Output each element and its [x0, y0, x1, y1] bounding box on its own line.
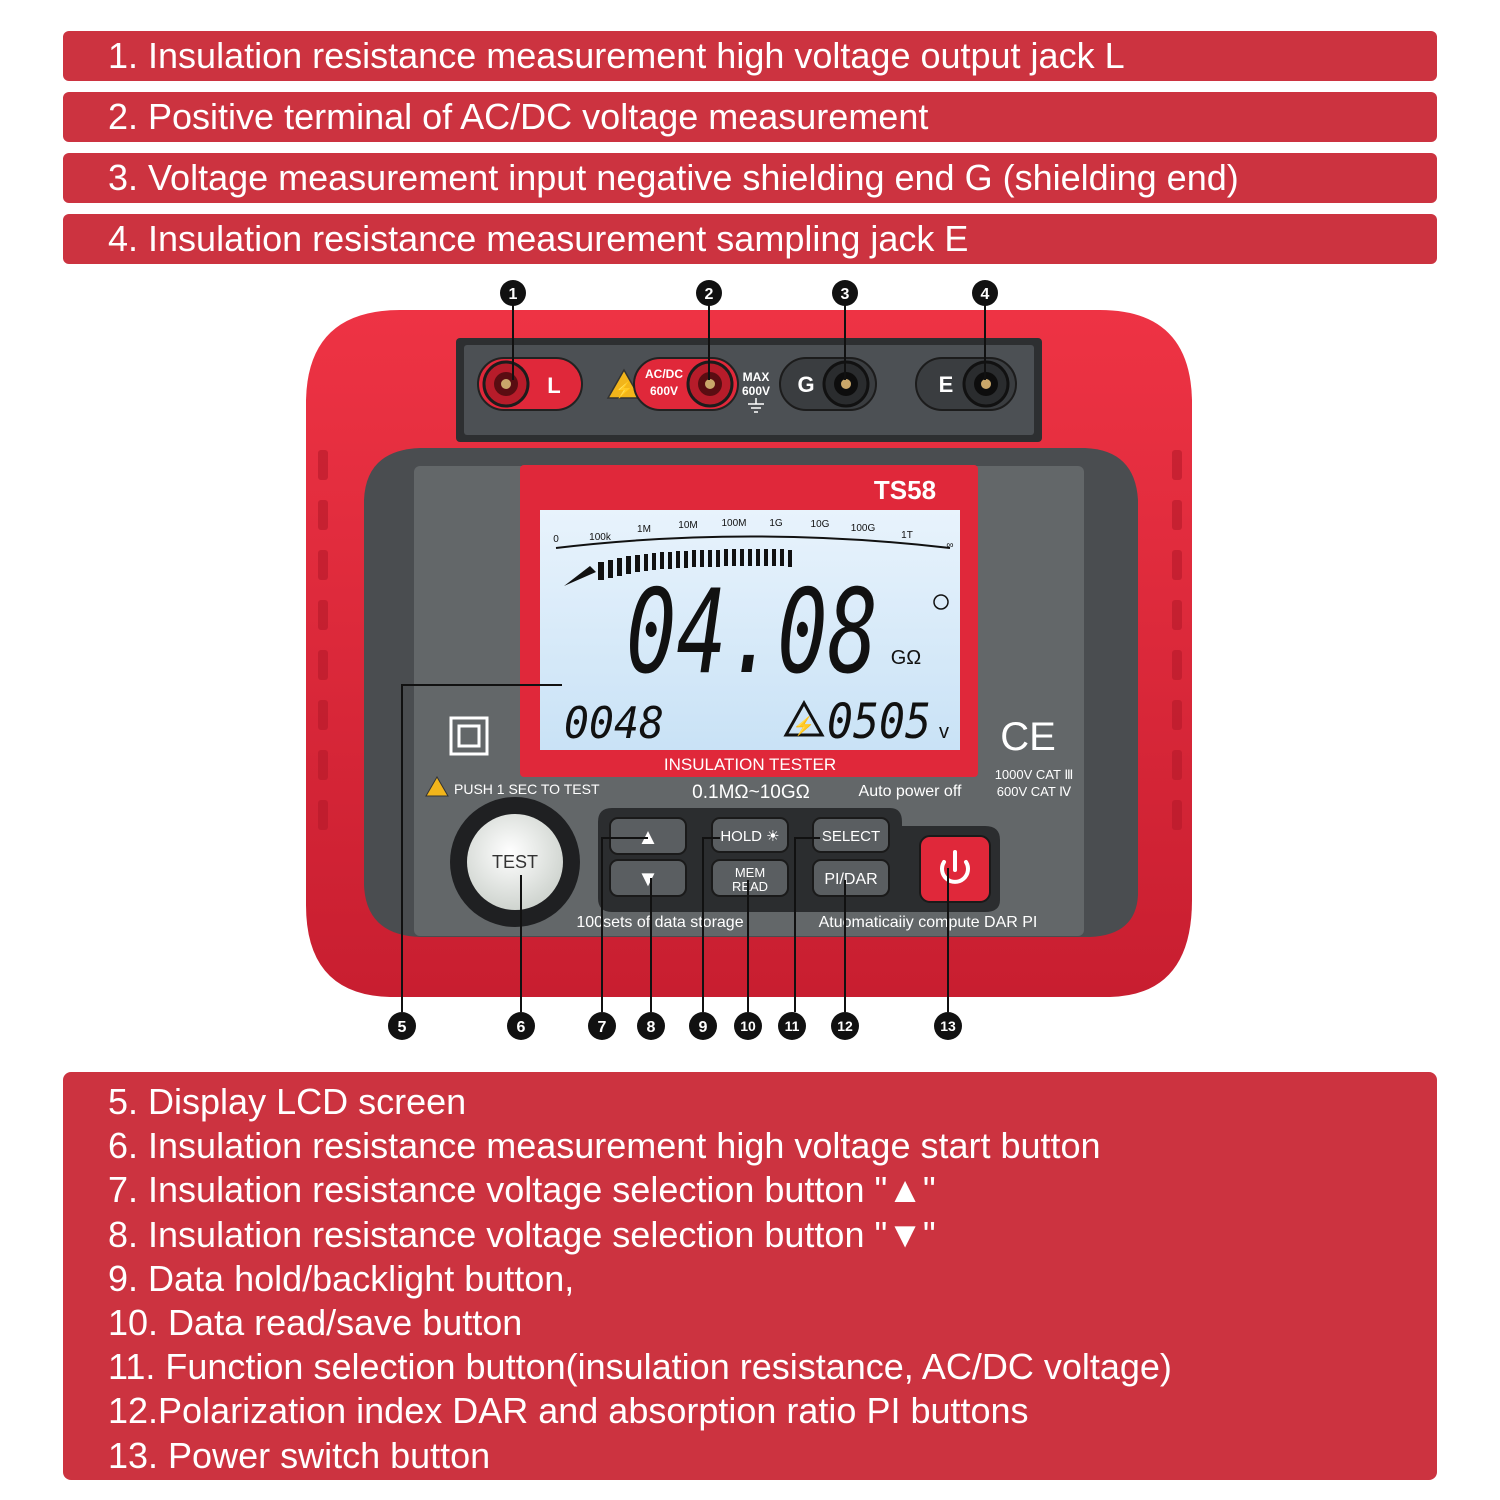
- label-1-jack-l: 1. Insulation resistance measurement hig…: [63, 31, 1437, 81]
- mem-read-button[interactable]: [711, 859, 789, 897]
- timer-icon: [933, 594, 949, 610]
- label-10-mem-button: 10. Data read/save button: [108, 1302, 523, 1344]
- callout-6: 6: [517, 1019, 526, 1036]
- lcd-left-reading: 0048: [564, 698, 664, 749]
- svg-text:⚡: ⚡: [614, 380, 634, 399]
- test-button[interactable]: [467, 814, 563, 910]
- svg-text:600V CAT Ⅳ: 600V CAT Ⅳ: [997, 784, 1071, 799]
- svg-text:600V: 600V: [650, 384, 678, 398]
- callout-12: 12: [837, 1018, 853, 1034]
- svg-text:10M: 10M: [678, 520, 697, 531]
- callout-13: 13: [940, 1018, 956, 1034]
- label-5-lcd: 5. Display LCD screen: [108, 1081, 467, 1122]
- svg-text:100M: 100M: [721, 518, 746, 529]
- svg-text:TEST: TEST: [492, 852, 538, 872]
- label-6-test-button: 6. Insulation resistance measurement hig…: [108, 1125, 1101, 1167]
- up-button[interactable]: [609, 817, 687, 855]
- svg-text:MAX: MAX: [743, 370, 770, 384]
- auto-power-off-text: Auto power off: [859, 783, 962, 800]
- label-2-acdc-positive: 2. Positive terminal of AC/DC voltage me…: [63, 92, 1437, 142]
- callout-9: 9: [699, 1019, 708, 1036]
- model-label: TS58: [874, 475, 936, 505]
- callout-2: 2: [705, 286, 714, 303]
- push-warning-icon: [425, 776, 449, 797]
- svg-text:AC/DC: AC/DC: [645, 367, 683, 381]
- svg-text:⚡: ⚡: [793, 715, 815, 737]
- svg-text:E: E: [939, 372, 954, 397]
- range-text: 0.1MΩ~10GΩ: [692, 782, 810, 803]
- svg-text:600V: 600V: [742, 384, 770, 398]
- pi-dar-button[interactable]: [812, 859, 890, 897]
- callout-markers: 1 2 3 4 5 6 7 8 9 10 11 12 13: [388, 280, 998, 1040]
- svg-text:1000V CAT Ⅲ: 1000V CAT Ⅲ: [995, 767, 1074, 782]
- lcd-main-reading: 04.08: [626, 565, 878, 700]
- label-7-up-button: 7. Insulation resistance voltage selecti…: [108, 1169, 936, 1211]
- ce-mark: CE: [1000, 715, 1056, 759]
- svg-text:∞: ∞: [946, 540, 953, 551]
- svg-text:100G: 100G: [851, 523, 876, 534]
- label-9-hold-button: 9. Data hold/backlight button,: [108, 1257, 575, 1299]
- lcd-right-reading: 0505: [827, 694, 931, 750]
- side-ribs: [318, 450, 1182, 830]
- double-insulation-icon: [449, 716, 489, 756]
- svg-text:0: 0: [553, 534, 559, 545]
- down-button[interactable]: [609, 859, 687, 897]
- svg-text:READ: READ: [732, 879, 768, 894]
- label-12-pidar-button: 12.Polarization index DAR and absorption…: [108, 1390, 1029, 1432]
- lcd-bargraph: [564, 549, 792, 586]
- label-13-power-button: 13. Power switch button: [108, 1434, 491, 1476]
- callout-5: 5: [398, 1019, 407, 1036]
- hold-button[interactable]: [711, 817, 789, 853]
- lcd-main-unit: GΩ: [891, 647, 922, 669]
- callout-1: 1: [509, 286, 518, 303]
- svg-text:▼: ▼: [637, 866, 659, 891]
- panel-title: INSULATION TESTER: [664, 755, 836, 774]
- power-icon: [940, 860, 970, 884]
- svg-text:SELECT: SELECT: [822, 828, 880, 845]
- svg-text:G: G: [797, 372, 814, 397]
- svg-text:HOLD ☀: HOLD ☀: [720, 828, 779, 845]
- callout-7: 7: [598, 1019, 607, 1036]
- jack-l-label: L: [547, 373, 560, 398]
- label-3-shield-g: 3. Voltage measurement input negative sh…: [63, 153, 1437, 203]
- callout-10: 10: [740, 1018, 756, 1034]
- callout-3: 3: [841, 286, 850, 303]
- svg-text:1M: 1M: [637, 524, 651, 535]
- push-test-text: PUSH 1 SEC TO TEST: [454, 781, 600, 797]
- svg-text:PI/DAR: PI/DAR: [824, 871, 877, 888]
- svg-text:10G: 10G: [811, 519, 830, 530]
- warning-icon: [606, 368, 642, 399]
- callout-8: 8: [647, 1019, 656, 1036]
- svg-text:1T: 1T: [901, 530, 913, 541]
- storage-text: 100sets of data storage: [576, 914, 743, 931]
- label-11-select-button: 11. Function selection button(insulation…: [108, 1346, 1172, 1388]
- svg-text:v: v: [939, 721, 949, 743]
- callout-11: 11: [785, 1018, 800, 1034]
- callout-4: 4: [981, 286, 990, 303]
- dar-text: Atuomaticaiiy compute DAR PI: [819, 914, 1038, 931]
- svg-text:100k: 100k: [589, 532, 612, 543]
- label-8-down-button: 8. Insulation resistance voltage selecti…: [108, 1213, 936, 1255]
- leader-lines: [401, 304, 986, 1012]
- svg-text:▲: ▲: [637, 824, 659, 849]
- svg-text:1G: 1G: [769, 518, 783, 529]
- lcd-scale: 0 100k 1M 10M 100M 1G 10G 100G 1T ∞: [553, 518, 953, 551]
- ground-icon: [748, 398, 764, 413]
- bottom-label-box: 5. Display LCD screen 6. Insulation resi…: [63, 1072, 1437, 1480]
- select-button[interactable]: [812, 817, 890, 853]
- label-4-jack-e: 4. Insulation resistance measurement sam…: [63, 214, 1437, 264]
- lcd-hv-warning-icon: [783, 699, 825, 737]
- svg-text:MEM: MEM: [735, 865, 765, 880]
